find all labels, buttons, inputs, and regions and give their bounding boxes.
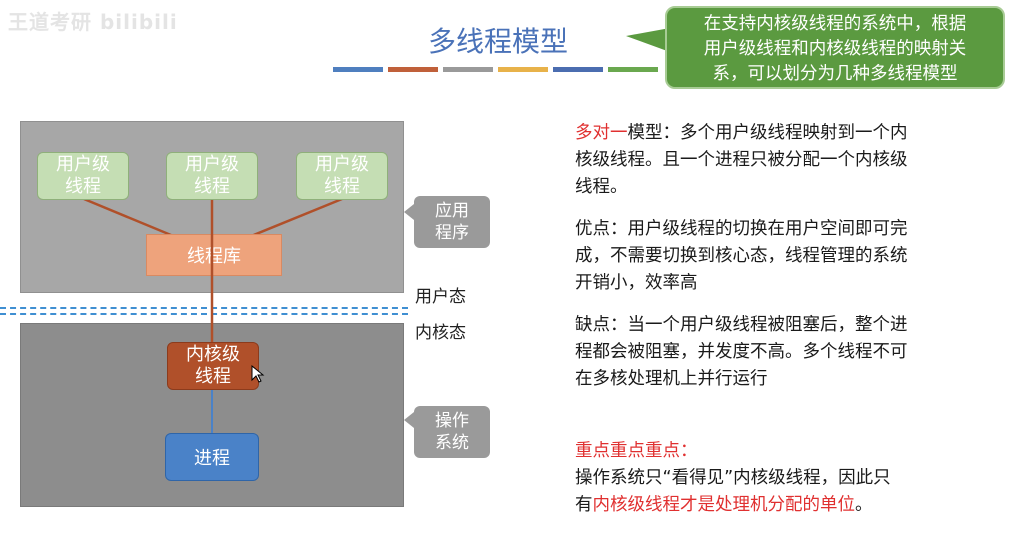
user-thread-1: 用户级 线程 <box>37 152 129 200</box>
user-thread-3-line2: 线程 <box>324 176 360 197</box>
con-line-2: 程都会被阻塞，并发度不高。多个线程不可 <box>575 342 908 362</box>
advantages: 优点：用户级线程的切换在用户空间即可完 成，不需要切换到核心态，线程管理的系统 … <box>575 216 995 297</box>
mouse-cursor-icon <box>251 364 265 383</box>
app-tag-line2: 程序 <box>435 223 469 243</box>
key-line-2a: 有 <box>575 495 593 515</box>
title-bar-1 <box>333 67 383 72</box>
watermark: 王道考研 bilibili <box>8 10 178 34</box>
kernel-mode-label: 内核态 <box>415 323 466 343</box>
pro-line-2: 成，不需要切换到核心态，线程管理的系统 <box>575 246 908 266</box>
pro-line-1: 优点：用户级线程的切换在用户空间即可完 <box>575 219 908 239</box>
process-box: 进程 <box>165 433 259 481</box>
kernel-thread-line2: 线程 <box>195 366 231 387</box>
model-desc-1: 模型：多个用户级线程映射到一个内 <box>627 123 908 143</box>
title-bar-5 <box>553 67 603 72</box>
key-line-1: 操作系统只“看得见”内核级线程，因此只 <box>575 468 891 488</box>
app-tag-pointer <box>404 204 414 220</box>
os-tag-line2: 系统 <box>435 433 469 453</box>
kernel-thread-line1: 内核级 <box>186 344 240 365</box>
kernel-thread: 内核级 线程 <box>167 342 259 390</box>
user-thread-2: 用户级 线程 <box>166 152 258 200</box>
user-thread-2-line2: 线程 <box>194 176 230 197</box>
key-emphasis: 内核级线程才是处理机分配的单位 <box>592 495 856 515</box>
os-tag-line1: 操作 <box>435 411 469 431</box>
callout-note: 在支持内核级线程的系统中，根据 用户级线程和内核级线程的映射关 系，可以划分为几… <box>665 6 1005 89</box>
app-tag-line1: 应用 <box>435 201 469 221</box>
key-line-2c: 。 <box>855 495 873 515</box>
mode-divider <box>0 307 408 309</box>
user-thread-1-line1: 用户级 <box>56 154 110 175</box>
user-thread-2-line1: 用户级 <box>185 154 239 175</box>
os-tag-pointer <box>404 412 414 428</box>
os-tag: 操作 系统 <box>414 406 490 458</box>
user-mode-label: 用户态 <box>415 287 466 307</box>
user-thread-3: 用户级 线程 <box>296 152 388 200</box>
title-bar-6 <box>608 67 658 72</box>
model-description: 多对一模型：多个用户级线程映射到一个内 核级线程。且一个进程只被分配一个内核级 … <box>575 120 995 201</box>
con-line-1: 缺点：当一个用户级线程被阻塞后，整个进 <box>575 315 908 335</box>
thread-library: 线程库 <box>146 234 282 276</box>
callout-line-3: 系，可以划分为几种多线程模型 <box>712 64 958 84</box>
model-desc-3: 线程。 <box>575 177 628 197</box>
slide-title: 多线程模型 <box>427 25 568 58</box>
model-desc-2: 核级线程。且一个进程只被分配一个内核级 <box>575 150 908 170</box>
pro-line-3: 开销小，效率高 <box>575 273 698 293</box>
title-bar-3 <box>443 67 493 72</box>
user-thread-1-line2: 线程 <box>65 176 101 197</box>
user-thread-3-line1: 用户级 <box>315 154 369 175</box>
title-bar-2 <box>388 67 438 72</box>
disadvantages: 缺点：当一个用户级线程被阻塞后，整个进 程都会被阻塞，并发度不高。多个线程不可 … <box>575 312 995 393</box>
key-title: 重点重点重点： <box>575 441 698 461</box>
callout-tail <box>626 28 670 52</box>
key-point: 重点重点重点： 操作系统只“看得见”内核级线程，因此只 有内核级线程才是处理机分… <box>575 438 995 519</box>
callout-line-1: 在支持内核级线程的系统中，根据 <box>703 14 967 34</box>
callout-line-2: 用户级线程和内核级线程的映射关 <box>703 39 967 59</box>
model-name: 多对一 <box>575 123 628 143</box>
app-program-tag: 应用 程序 <box>414 196 490 248</box>
title-bar-4 <box>498 67 548 72</box>
con-line-3: 在多核处理机上并行运行 <box>575 369 768 389</box>
mode-divider-2 <box>0 313 408 315</box>
